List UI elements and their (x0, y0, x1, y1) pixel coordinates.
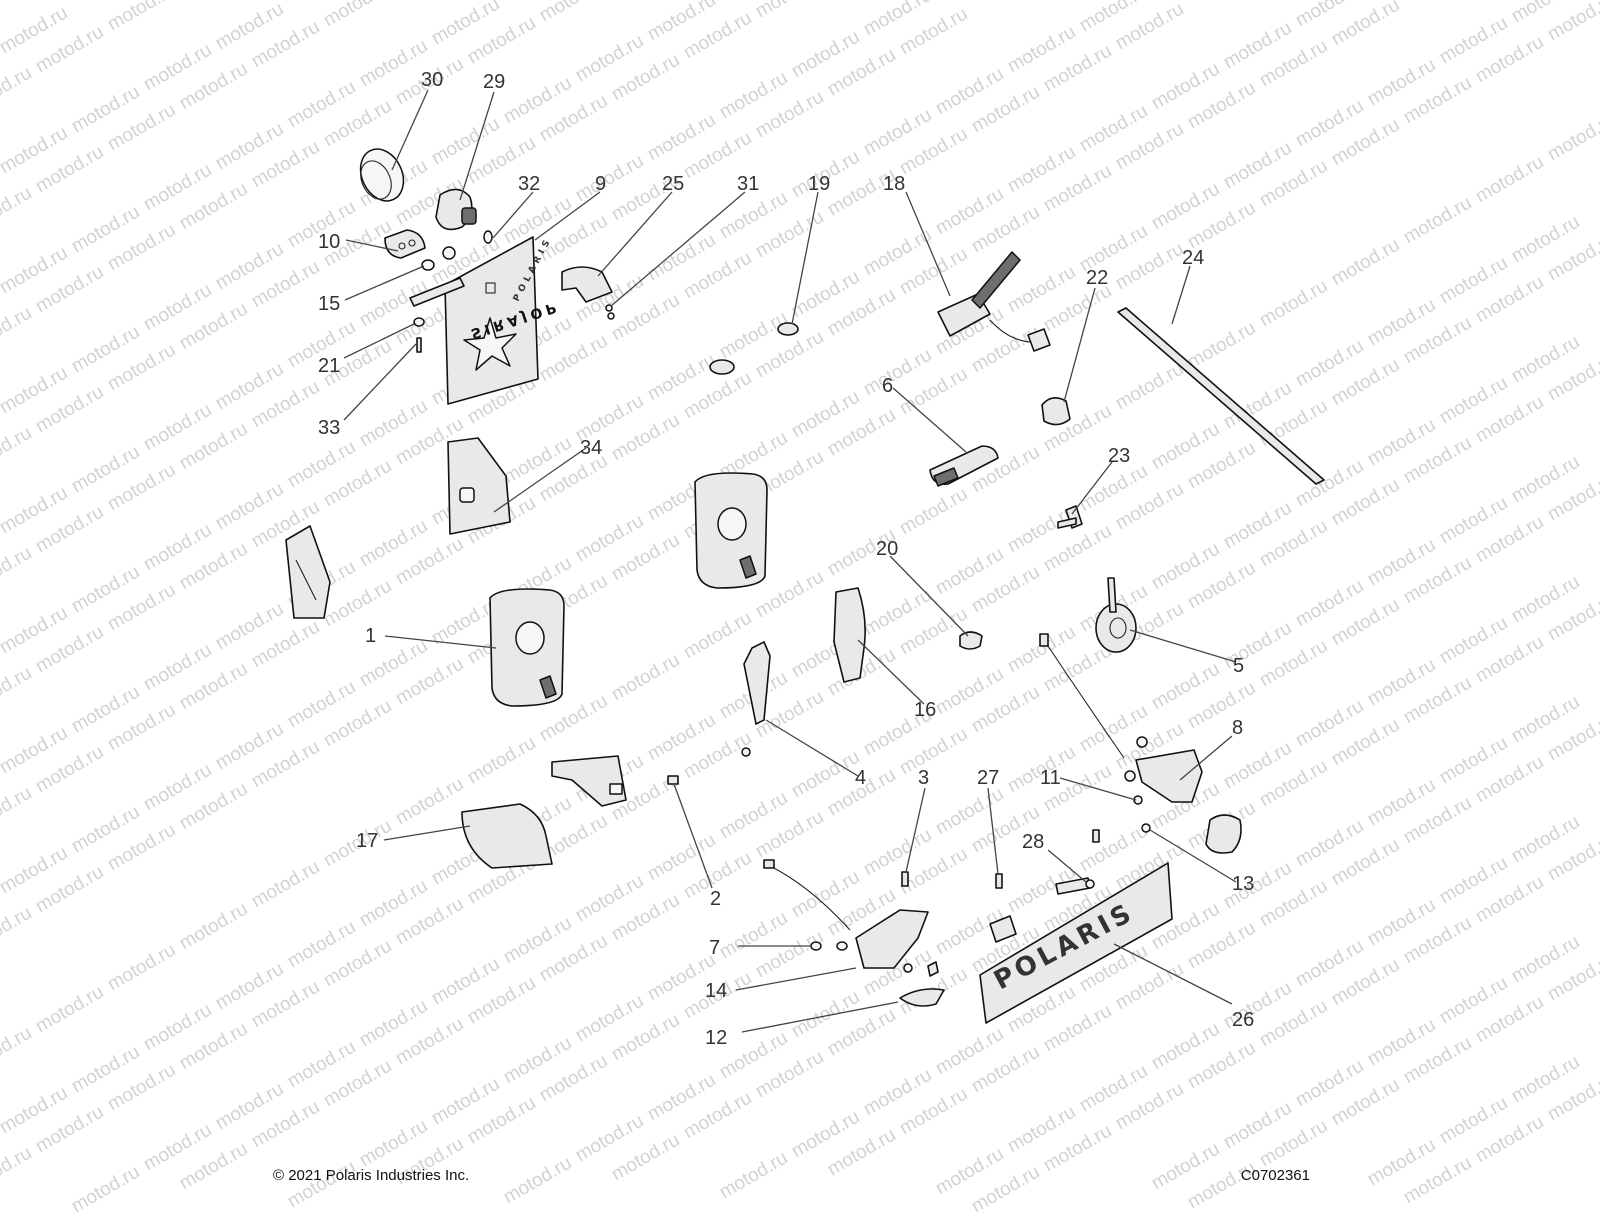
callout-12: 12 (705, 1027, 727, 1049)
part-knob-29 (435, 188, 477, 231)
callout-3: 3 (918, 767, 929, 789)
part-plate-2 (551, 755, 679, 807)
part-connector-10 (384, 229, 426, 259)
part-strip-24 (1117, 307, 1325, 485)
copyright-text: © 2021 Polaris Industries Inc. (273, 1167, 470, 1184)
part-washer-21 (413, 317, 425, 327)
callout-33: 33 (318, 417, 340, 439)
part-nut-13 (1092, 823, 1151, 843)
callout-22: 22 (1086, 267, 1108, 289)
callout-32: 32 (518, 173, 540, 195)
callout-34: 34 (580, 437, 602, 459)
callout-20: 20 (876, 538, 898, 560)
callout-17: 17 (356, 830, 378, 852)
callout-23: 23 (1108, 445, 1130, 467)
part-bracket-4 (741, 641, 771, 757)
drawing-id: C0702361 (1240, 1167, 1310, 1184)
part-screw-33 (416, 337, 422, 353)
callout-28: 28 (1022, 831, 1044, 853)
part-lamp-housing-34 (447, 437, 511, 535)
callout-21: 21 (318, 355, 340, 377)
leader-lines (343, 89, 1237, 1033)
part-bracket-28 (1055, 877, 1095, 895)
callout-14: 14 (705, 980, 727, 1002)
part-bracket-8 (1124, 736, 1203, 803)
callout-5: 5 (1233, 655, 1244, 677)
part-bracket-14 (763, 859, 939, 977)
part-side-lamp (285, 525, 331, 619)
callout-29: 29 (483, 71, 505, 93)
part-nuts-31 (605, 304, 615, 320)
part-headlight-right (694, 472, 768, 589)
callout-19: 19 (808, 173, 830, 195)
part-wire-harness (1039, 633, 1125, 759)
part-bushing-22 (1041, 397, 1071, 426)
part-clip-23 (1057, 505, 1083, 529)
part-bolt-3 (901, 871, 909, 887)
part-reflector-12 (899, 988, 945, 1007)
callout-9: 9 (595, 173, 606, 195)
callout-24: 24 (1182, 247, 1204, 269)
callout-6: 6 (882, 375, 893, 397)
part-grommet-19 (709, 322, 799, 375)
callout-31: 31 (737, 173, 759, 195)
part-bracket-16 (833, 587, 866, 683)
part-clamp-20 (959, 631, 983, 650)
callout-30: 30 (421, 69, 443, 91)
part-headlight-1 (489, 588, 565, 707)
callout-7: 7 (709, 937, 720, 959)
callout-16: 16 (914, 699, 936, 721)
callout-27: 27 (977, 767, 999, 789)
callout-8: 8 (1232, 717, 1243, 739)
callout-18: 18 (883, 173, 905, 195)
part-washers-15 (421, 230, 493, 271)
callout-13: 13 (1232, 873, 1254, 895)
part-horn-5 (1095, 577, 1137, 653)
part-switch-6 (929, 445, 999, 487)
part-ring-30 (359, 148, 405, 202)
part-cover-17 (461, 803, 553, 869)
part-bolt-27 (995, 873, 1003, 889)
part-grommet-7 (810, 941, 848, 951)
callout-2: 2 (710, 888, 721, 910)
part-bracket-25 (561, 266, 613, 303)
part-switch-18 (937, 251, 1051, 352)
callout-26: 26 (1232, 1009, 1254, 1031)
callout-15: 15 (318, 293, 340, 315)
part-reflector (1205, 814, 1242, 854)
callouts: 30 29 32 9 25 31 19 18 10 24 22 15 21 6 … (318, 69, 1254, 1049)
callout-1: 1 (365, 625, 376, 647)
callout-4: 4 (855, 767, 866, 789)
part-plate-9: SIRAJOP (409, 236, 561, 405)
callout-11: 11 (1040, 767, 1061, 789)
callout-10: 10 (318, 231, 340, 253)
callout-25: 25 (662, 173, 684, 195)
